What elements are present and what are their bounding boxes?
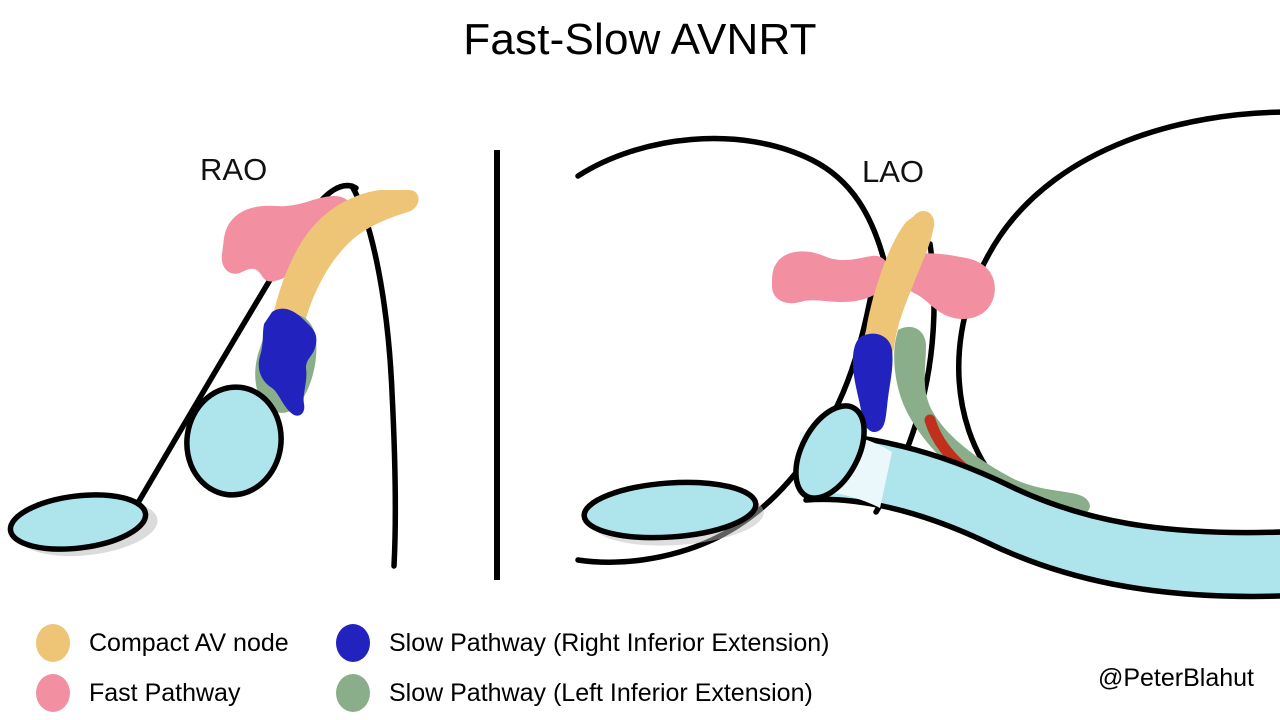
rao-compact-av-node xyxy=(264,189,419,410)
lao-fast-pathway-left xyxy=(772,251,889,304)
lao-left-arc xyxy=(575,135,887,263)
lao-slow-right-inferior xyxy=(852,333,893,433)
lao-fast-pathway-right xyxy=(901,253,995,320)
lao-view-label: LAO xyxy=(862,154,924,189)
oval-swatch-icon xyxy=(36,624,70,662)
rao-view-label: RAO xyxy=(200,152,267,187)
rao-slow-right-inferior xyxy=(258,308,317,416)
lao-panel: LAO xyxy=(575,109,1280,600)
oval-swatch-icon xyxy=(336,624,370,662)
rao-septal-line-right xyxy=(349,183,399,569)
oval-swatch-icon xyxy=(336,674,370,712)
lao-compact-av-node xyxy=(865,211,935,362)
rao-panel: RAO xyxy=(7,152,419,569)
legend-item-fast-pathway[interactable]: Fast Pathway xyxy=(36,668,240,718)
legend-item-slow-left-inferior[interactable]: Slow Pathway (Left Inferior Extension) xyxy=(336,668,813,718)
author-watermark: @PeterBlahut xyxy=(1097,664,1254,692)
lao-cs-ostium xyxy=(793,403,867,501)
legend-item-label: Fast Pathway xyxy=(89,678,241,707)
lao-coronary-sinus-tube xyxy=(806,436,1280,597)
legend-item-compact-av-node[interactable]: Compact AV node xyxy=(36,618,289,668)
legend-item-label: Slow Pathway (Right Inferior Extension) xyxy=(389,628,830,657)
oval-swatch-icon xyxy=(36,674,70,712)
page-title: Fast-Slow AVNRT xyxy=(463,15,817,64)
lao-ivc xyxy=(581,479,759,541)
rao-septal-line-left xyxy=(126,182,359,521)
rao-ivc xyxy=(7,492,149,552)
lao-cs-tube-lower-edge xyxy=(803,496,1280,600)
legend-item-label: Compact AV node xyxy=(89,628,289,657)
legend-item-slow-right-inferior[interactable]: Slow Pathway (Right Inferior Extension) xyxy=(336,618,829,668)
legend-item-label: Slow Pathway (Left Inferior Extension) xyxy=(389,678,813,707)
legend: Compact AV node Fast Pathway Slow Pathwa… xyxy=(0,612,1280,720)
rao-cs-ostium xyxy=(184,384,284,498)
lao-cs-tube-upper-edge xyxy=(803,433,1280,536)
rao-fast-pathway xyxy=(221,196,354,282)
